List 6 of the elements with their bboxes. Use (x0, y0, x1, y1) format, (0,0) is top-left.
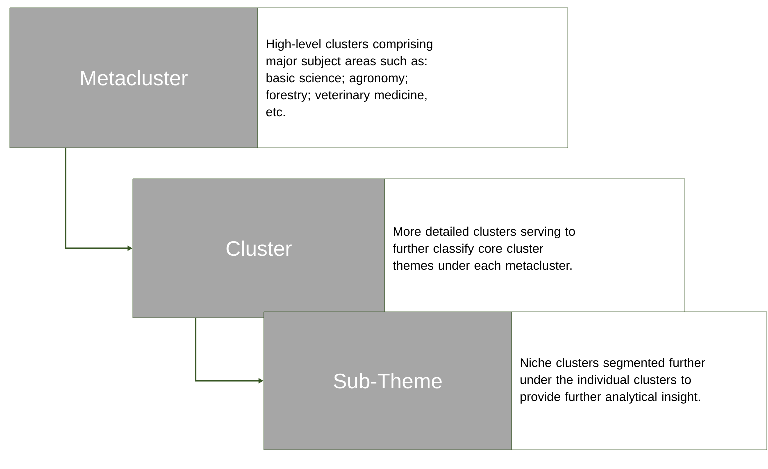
level-box: Metacluster (10, 8, 258, 148)
description-box: High-level clusters comprising major subject areas such as: basic science; agronomy; forestry; veterinary medicine, etc. (258, 8, 568, 148)
description-box: Niche clusters segmented further under the individual clusters to provide further analytical insight. (512, 312, 768, 450)
description-box: More detailed clusters serving to further classify core cluster themes under each metacluster. (384, 178, 686, 318)
level-box: Cluster (132, 178, 386, 318)
level-box: Sub-Theme (264, 312, 512, 450)
